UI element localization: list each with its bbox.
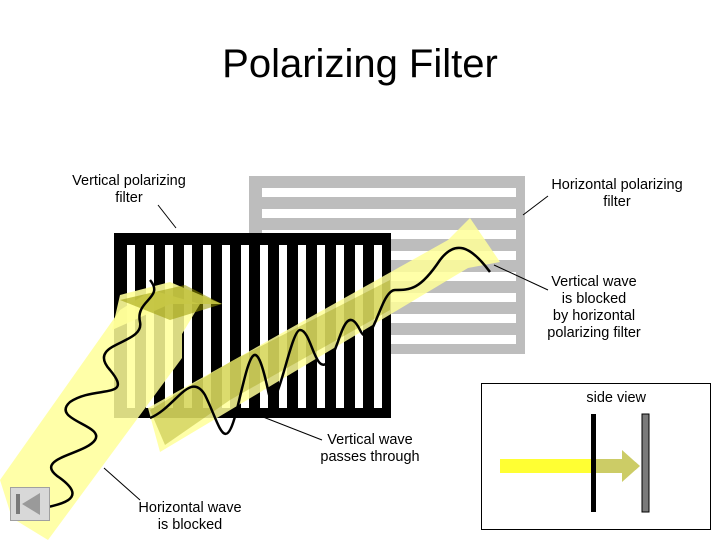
- page-title: Polarizing Filter: [222, 42, 498, 86]
- leader-lines: [103, 195, 549, 501]
- side-view-label: side view: [586, 390, 646, 406]
- label-horizontal-wave-blocked: Horizontal wave is blocked: [138, 500, 242, 533]
- side-view-illustration: [500, 413, 650, 513]
- back-navigation-icon[interactable]: [10, 487, 50, 521]
- side-view-panel: side view: [481, 383, 711, 530]
- vertical-wave-beam: [148, 218, 500, 452]
- side-view-horizontal-filter: [641, 413, 650, 513]
- label-vertical-wave-passes: Vertical wave passes through: [320, 432, 420, 465]
- label-vertical-wave-blocked: Vertical wave is blocked by horizontal p…: [547, 274, 641, 341]
- label-horizontal-polarizing-filter: Horizontal polarizing filter: [551, 177, 683, 210]
- side-view-vertical-filter: [591, 414, 596, 512]
- horizontal-wave-beam: [0, 279, 222, 540]
- label-vertical-polarizing-filter: Vertical polarizing filter: [72, 173, 186, 206]
- side-view-beam: [500, 450, 640, 482]
